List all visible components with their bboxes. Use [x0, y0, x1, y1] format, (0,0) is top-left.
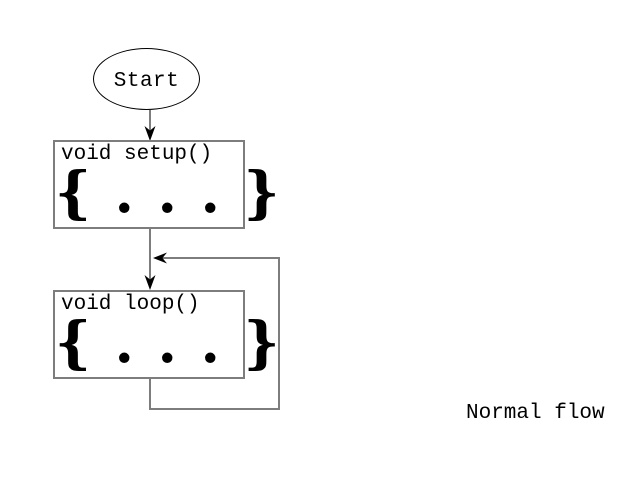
arrow-left-feedback-icon	[153, 252, 167, 264]
loop-box-title: void loop()	[61, 293, 200, 316]
setup-box-title: void setup()	[61, 143, 213, 166]
start-label: Start	[113, 70, 180, 93]
arrow-down-into-setup-icon	[144, 126, 156, 141]
setup-box-body: { . . . }	[55, 160, 282, 226]
setup-box: void setup() { . . . }	[53, 140, 282, 229]
arrow-down-into-loop-icon	[144, 275, 156, 290]
start-node: Start	[93, 48, 200, 110]
loop-box-body: { . . . }	[55, 310, 282, 376]
normal-flow-caption: Normal flow	[466, 402, 605, 425]
loop-box: void loop() { . . . }	[53, 290, 282, 379]
